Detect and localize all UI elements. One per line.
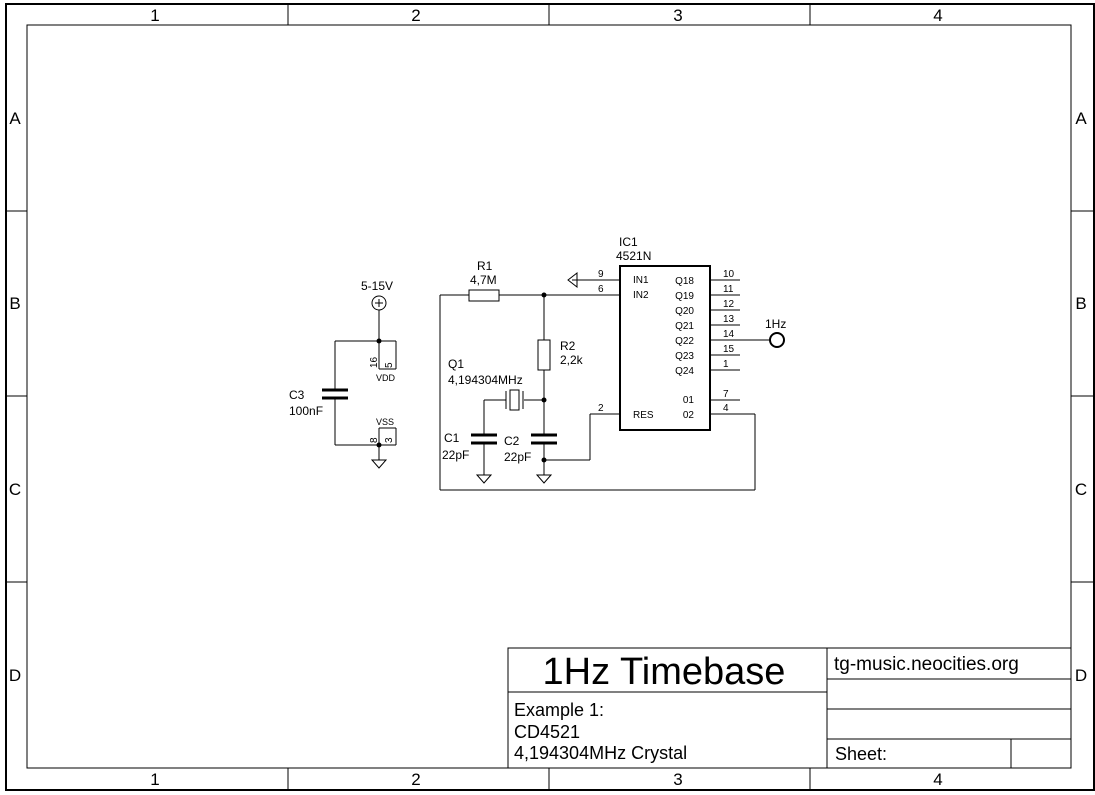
pin-num-9: 9 <box>598 269 604 280</box>
oscillator-section: R1 4,7M R2 2,2k Q1 4,194304MHz C1 22pF <box>439 259 756 491</box>
r2-name: R2 <box>560 339 576 353</box>
title-block-website: tg-music.neocities.org <box>834 654 1019 675</box>
pin-q18: Q18 <box>675 276 694 287</box>
frame-row-dividers <box>6 210 1094 583</box>
ic1: IC1 4521N 9 6 2 IN1 IN2 RES Q18 Q19 Q20 … <box>567 235 786 431</box>
r2-body <box>537 339 551 371</box>
c2-name: C2 <box>504 434 520 448</box>
pin-num-7: 7 <box>723 389 729 400</box>
q1-crystal-body <box>509 389 520 411</box>
pin-num-6: 6 <box>598 284 604 295</box>
supply-label: 5-15V <box>361 279 393 293</box>
frame-col-2-bottom: 2 <box>411 770 420 789</box>
c3-name: C3 <box>289 388 305 402</box>
r1-body <box>468 289 500 302</box>
pin-num-15: 15 <box>723 344 735 355</box>
pin-q23: Q23 <box>675 351 694 362</box>
pin-num-10: 10 <box>723 269 735 280</box>
pin-q20: Q20 <box>675 306 694 317</box>
vdd-label: VDD <box>376 373 396 383</box>
pin-q22: Q22 <box>675 336 694 347</box>
c1-ground-icon <box>475 474 493 484</box>
q1-value: 4,194304MHz <box>448 373 523 387</box>
frame-col-3-top: 3 <box>673 6 682 25</box>
frame-row-d-right: D <box>1075 666 1087 685</box>
vdd-pin-5: 5 <box>384 362 395 368</box>
c1-value: 22pF <box>442 448 469 462</box>
r1-name: R1 <box>477 259 493 273</box>
ground-icon <box>370 459 388 469</box>
pin-o2: 02 <box>683 410 695 421</box>
frame-column-dividers <box>287 4 811 790</box>
c2-value: 22pF <box>504 450 531 464</box>
vdd-pin-16: 16 <box>369 356 380 368</box>
pin-q19: Q19 <box>675 291 694 302</box>
vss-pin-8: 8 <box>369 437 380 443</box>
frame-col-1-bottom: 1 <box>150 770 159 789</box>
ic1-name: IC1 <box>619 235 638 249</box>
pin-res: RES <box>633 410 654 421</box>
pin-q21: Q21 <box>675 321 694 332</box>
frame-col-2-top: 2 <box>411 6 420 25</box>
title-block-line-3: 4,194304MHz Crystal <box>514 743 687 763</box>
title-block-line-1: Example 1: <box>514 700 604 720</box>
frame-col-4-bottom: 4 <box>933 770 942 789</box>
pin-num-11: 11 <box>723 284 734 295</box>
vss-pin-3: 3 <box>384 437 395 443</box>
frame-row-b-right: B <box>1075 294 1086 313</box>
pin-in1: IN1 <box>633 275 649 286</box>
r1-value: 4,7M <box>470 273 497 287</box>
pin-num-4: 4 <box>723 403 729 414</box>
in1-tied-icon <box>567 271 578 289</box>
c2-ground-icon <box>535 474 553 484</box>
outer-frame <box>5 3 1095 791</box>
frame-col-1-top: 1 <box>150 6 159 25</box>
c1-name: C1 <box>444 431 460 445</box>
ic1-value: 4521N <box>616 249 651 263</box>
ic1-body <box>619 265 711 431</box>
pin-num-1: 1 <box>723 359 729 370</box>
c3-value: 100nF <box>289 404 323 418</box>
vss-label: VSS <box>376 417 394 427</box>
frame-col-4-top: 4 <box>933 6 942 25</box>
power-section: 5-15V 16 5 VDD VSS 8 3 C3 100nF <box>289 279 397 469</box>
output-label: 1Hz <box>765 317 786 331</box>
frame-row-a-left: A <box>9 109 21 128</box>
output-connector-icon <box>769 332 785 348</box>
frame-col-3-bottom: 3 <box>673 770 682 789</box>
title-block: 1Hz Timebase Example 1: CD4521 4,194304M… <box>507 647 1072 769</box>
title-block-sheet-label: Sheet: <box>835 744 887 764</box>
pin-num-14: 14 <box>723 329 735 340</box>
frame-row-d-left: D <box>9 666 21 685</box>
title-block-title: 1Hz Timebase <box>543 651 786 693</box>
r2-value: 2,2k <box>560 353 584 367</box>
title-block-line-2: CD4521 <box>514 722 580 742</box>
pin-num-13: 13 <box>723 314 735 325</box>
frame-row-c-right: C <box>1075 480 1087 499</box>
frame-row-c-left: C <box>9 480 21 499</box>
q1-name: Q1 <box>448 357 464 371</box>
pin-o1: 01 <box>683 395 695 406</box>
pin-num-2: 2 <box>598 403 604 414</box>
pin-q24: Q24 <box>675 366 694 377</box>
pin-num-12: 12 <box>723 299 735 310</box>
frame-row-a-right: A <box>1075 109 1087 128</box>
pin-in2: IN2 <box>633 290 649 301</box>
frame-row-b-left: B <box>9 294 20 313</box>
